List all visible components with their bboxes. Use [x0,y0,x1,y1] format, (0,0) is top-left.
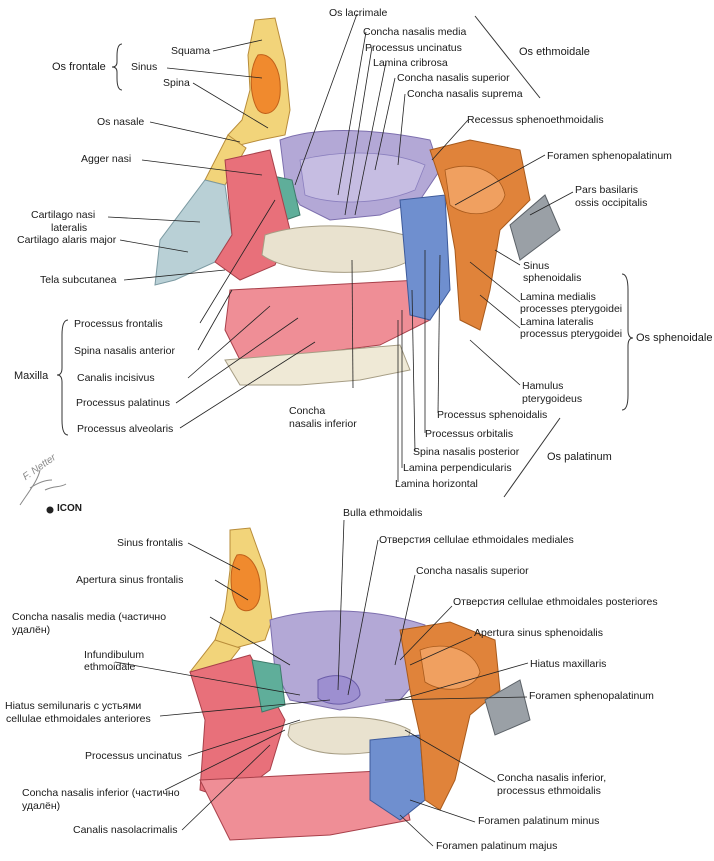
sphenoid-sinus [444,165,506,214]
label-processus-alveolaris: Processus alveolaris [77,423,174,435]
label-processes-pterygoidei: processes pterygoidei [520,303,623,315]
inferior-concha [261,225,422,273]
label-processus-orbitalis: Processus orbitalis [425,428,514,440]
label-os-sphenoidale: Os sphenoidale [636,332,713,344]
label-cartilago-nasi: Cartilago nasi [31,209,96,221]
label-sinus: Sinus [131,61,158,73]
label-concha-nasalis-superior: Concha nasalis superior [397,72,510,84]
top-braces [56,15,634,498]
label-apertura-sinus-frontalis: Apertura sinus frontalis [76,574,184,586]
label-ossis-occipitalis: ossis occipitalis [575,197,648,209]
label-canalis-incisivus: Canalis incisivus [77,372,155,384]
label-os-palatinum: Os palatinum [547,451,612,463]
label-concha-inferior-b-1: Concha nasalis inferior (частично [22,787,180,799]
label-otverstiya-mediales: Отверстия cellulae ethmoidales mediales [379,534,574,546]
label-spina-nasalis-posterior: Spina nasalis posterior [413,446,520,458]
label-maxilla: Maxilla [14,370,49,382]
nasal-cartilage [154,179,233,286]
label-hiatus-semilunaris-1: Hiatus semilunaris с устьями [5,700,142,712]
label-concha-nasalis-suprema: Concha nasalis suprema [407,88,523,100]
top-leaders [107,13,574,482]
label-spina: Spina [163,77,190,89]
label-os-nasale: Os nasale [97,116,145,128]
label-os-lacrimale: Os lacrimale [329,7,388,19]
signature-logo-text: ICON [57,503,82,514]
lacrimal-b [251,659,286,713]
label-tela-subcutanea: Tela subcutanea [40,274,117,286]
label-processus-uncinatus-b: Processus uncinatus [85,750,182,762]
label-agger-nasi: Agger nasi [81,153,132,165]
label-apertura-sinus-sphenoidalis: Apertura sinus sphenoidalis [474,627,603,639]
label-processus-palatinus: Processus palatinus [76,397,170,409]
label-hamulus: Hamulus [522,380,564,392]
label-infundibulum-2: ethmoidale [84,661,136,673]
signature-logo [19,469,67,514]
label-bulla-ethmoidalis: Bulla ethmoidalis [343,507,423,519]
label-concha-nasalis-media: Concha nasalis media [363,26,467,38]
label-canalis-nasolacrimalis: Canalis nasolacrimalis [73,824,178,836]
label-lamina-lateralis: Lamina lateralis [520,316,594,328]
label-foramen-palatinum-minus: Foramen palatinum minus [478,815,600,827]
label-sinus-sphenoidalis-2: sphenoidalis [523,272,582,284]
label-foramen-sphenopalatinum-b: Foramen sphenopalatinum [529,690,654,702]
label-lamina-cribrosa: Lamina cribrosa [373,57,448,69]
label-concha-inferior-proc-2: processus ethmoidalis [497,785,601,797]
label-foramen-sphenopalatinum: Foramen sphenopalatinum [547,150,672,162]
frontal-sinus [250,54,281,114]
label-otverstiya-posteriores: Отверстия cellulae ethmoidales posterior… [453,596,658,608]
label-cartilago-lateralis: lateralis [51,222,88,234]
label-sinus-sphenoidalis-1: Sinus [523,260,550,272]
label-cartilago-alaris-major: Cartilago alaris major [17,234,117,246]
bulla-b [317,675,361,705]
label-infundibulum-1: Infundibulum [84,649,145,661]
label-processus-uncinatus: Processus uncinatus [365,42,462,54]
label-lamina-horizontal: Lamina horizontal [395,478,478,490]
label-processus-sphenoidalis: Processus sphenoidalis [437,409,548,421]
label-lamina-medialis: Lamina medialis [520,291,596,303]
label-processus-pterygoidei: processus pterygoidei [520,328,623,340]
label-pars-basilaris: Pars basilaris [575,184,639,196]
label-squama: Squama [171,45,211,57]
label-concha-inferior-b-2: удалён) [22,800,61,812]
palatine-b [369,734,426,821]
label-hiatus-semilunaris-2: cellulae ethmoidales anteriores [6,713,151,725]
top-illustration [154,17,561,386]
label-recessus-sphenoethmoidalis: Recessus sphenoethmoidalis [467,114,604,126]
palate-b [199,769,411,841]
label-lamina-perpendicularis: Lamina perpendicularis [403,462,512,474]
label-sinus-frontalis: Sinus frontalis [117,537,183,549]
bottom-leaders [114,519,529,847]
label-concha-inferior-1: Concha [289,405,326,417]
label-os-ethmoidale: Os ethmoidale [519,46,590,58]
bottom-illustration [189,527,531,841]
label-hiatus-maxillaris: Hiatus maxillaris [530,658,607,670]
occipital-b [484,679,531,736]
label-concha-media-b-2: удалён) [12,624,51,636]
label-concha-inferior-proc-1: Concha nasalis inferior, [497,772,607,784]
label-os-frontale: Os frontale [52,61,106,73]
label-concha-nasalis-superior-b: Concha nasalis superior [416,565,529,577]
label-concha-inferior-2: nasalis inferior [289,418,357,430]
label-concha-media-b-1: Concha nasalis media (частично [12,611,167,623]
teeth [224,344,411,386]
ethmoid-bone-b [269,610,431,711]
label-foramen-palatinum-majus: Foramen palatinum majus [436,840,558,852]
label-processus-frontalis: Processus frontalis [74,318,163,330]
label-pterygoideus: pterygoideus [522,393,583,405]
label-spina-nasalis-anterior: Spina nasalis anterior [74,345,175,357]
occipital-bone [509,194,561,261]
